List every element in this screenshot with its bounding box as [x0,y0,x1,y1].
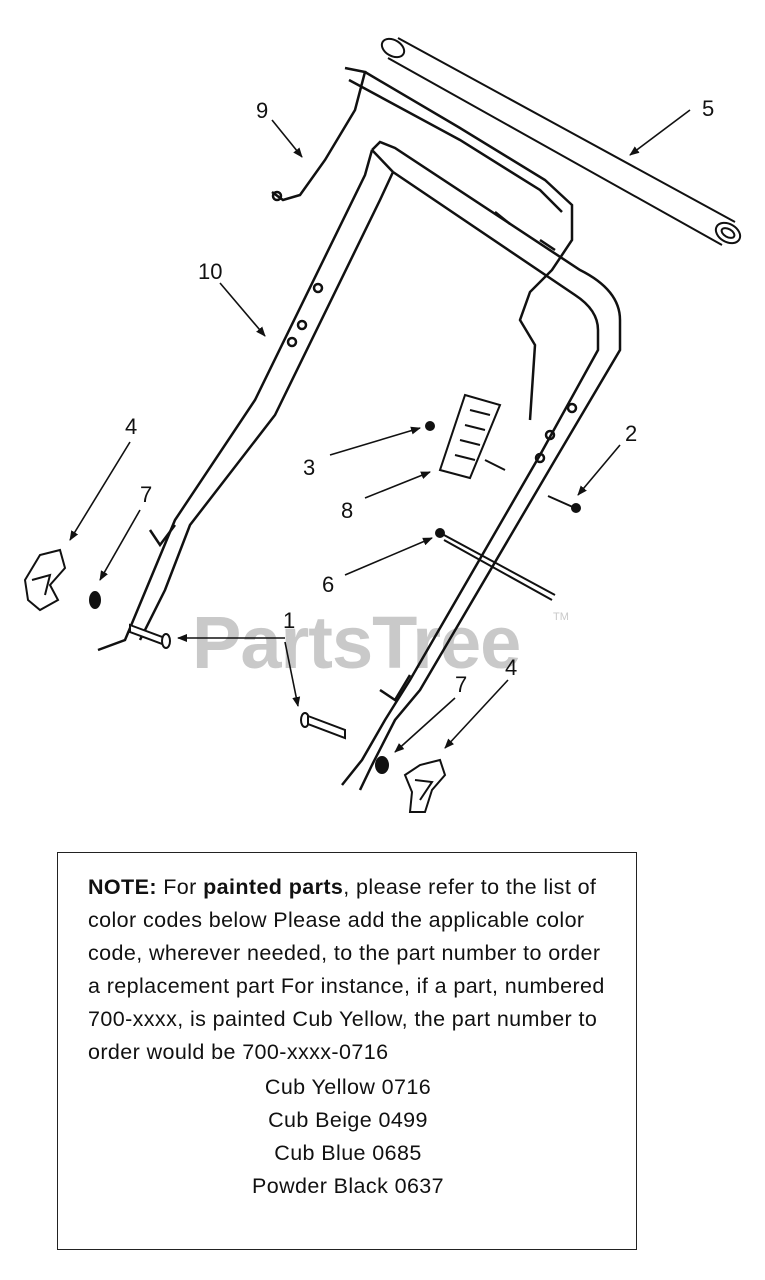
callout-7-right: 7 [455,672,467,697]
callout-arrows [69,109,691,753]
part-7-washer-left [89,591,101,609]
color-code-row: Cub Blue 0685 [274,1141,422,1165]
watermark: PartsTree [192,601,520,684]
part-8-cable-guide [438,393,506,480]
callout-1: 1 [283,608,295,633]
part-7-washer-right [375,756,389,774]
note-paragraph: NOTE: For painted parts, please refer to… [88,871,608,1069]
callout-2: 2 [625,421,637,446]
note-text-2: , please refer to the list of color code… [88,875,605,1064]
part-1-bolt-left [129,623,171,649]
color-code-list: Cub Yellow 0716 Cub Beige 0499 Cub Blue … [88,1071,608,1203]
callout-4-right: 4 [505,655,517,680]
callout-7-left: 7 [140,482,152,507]
part-4-knob-right [403,758,447,813]
part-3-nut [425,421,435,431]
part-6-cable-tie [435,528,556,601]
callout-10: 10 [198,259,222,284]
callout-9: 9 [256,98,268,123]
color-code-row: Cub Yellow 0716 [264,1075,432,1099]
part-10-upper-handle [97,140,622,791]
part-4-knob-left [23,548,67,612]
part-5-grip [380,37,742,246]
part-2-bolt [547,495,581,513]
callout-8: 8 [341,498,353,523]
part-1-bolt-right [300,712,346,740]
callout-4-left: 4 [125,414,137,439]
note-text-1: For [156,875,204,899]
color-code-row: Powder Black 0637 [251,1174,445,1198]
note-label: NOTE: [88,875,157,899]
callout-5: 5 [702,96,714,121]
note-bold-phrase: painted parts [203,875,344,899]
color-code-row: Cub Beige 0499 [268,1108,428,1132]
part-9-control-bail [271,66,574,421]
note-box: NOTE: For painted parts, please refer to… [57,852,637,1250]
parts-diagram: PartsTree TM [23,37,742,813]
callout-3: 3 [303,455,315,480]
callout-6: 6 [322,572,334,597]
watermark-tm: TM [553,611,569,623]
